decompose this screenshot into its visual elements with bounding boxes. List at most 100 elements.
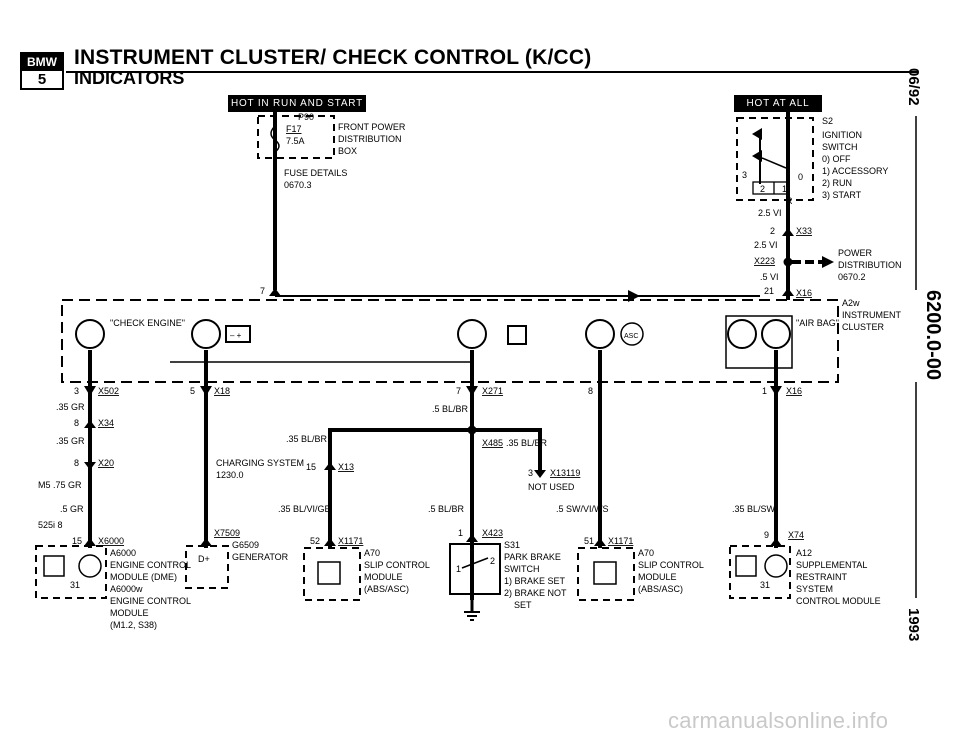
label-pin15a: 15 (72, 536, 82, 546)
label-wire-5swviws: .5 SW/VI/WS (556, 504, 609, 514)
label-charging: CHARGING SYSTEM (216, 458, 304, 468)
label-wire-5vi: .5 VI (760, 272, 779, 282)
connector-x13119 (534, 470, 546, 478)
label-s31: S31 (504, 540, 520, 550)
label-sw-pos-3: 3 (742, 170, 747, 180)
ecm-icon (43, 555, 65, 577)
connector-x20 (84, 462, 96, 470)
label-pin9: 9 (764, 530, 769, 540)
airbag-lamp-box (725, 315, 793, 369)
label-s2: S2 (822, 116, 833, 126)
connector-x34 (84, 420, 96, 428)
label-fuse-name: F17 (286, 124, 302, 134)
connector-x33 (782, 228, 794, 236)
airbag-lamp-right (761, 319, 791, 349)
label-x74: X74 (788, 530, 804, 540)
ignition-switch-outline (736, 117, 814, 201)
label-power: POWER (838, 248, 873, 258)
label-sw-run: 2) RUN (822, 178, 852, 188)
label-wire-525i: 525i 8 (38, 520, 63, 530)
label-pin8a: 8 (74, 418, 79, 428)
label-wire-35blvige: .35 BL/VI/GE (278, 504, 331, 514)
label-sw-acc: 1) ACCESSORY (822, 166, 888, 176)
label-a6000: A6000 (110, 548, 136, 558)
asc-icon (620, 322, 644, 346)
connector-x1171-a (324, 538, 336, 546)
label-battery-signs: – + (230, 331, 242, 340)
label-x7509: X7509 (214, 528, 240, 538)
label-x1171-a: X1171 (338, 536, 363, 546)
instrument-cluster-outline (61, 299, 839, 383)
label-pin-x16-top: 21 (764, 286, 774, 296)
label-brake-set: 1) BRAKE SET (504, 576, 566, 586)
bus-arrow (628, 290, 640, 302)
label-x271: X271 (482, 386, 503, 396)
label-power-ref: 0670.2 (838, 272, 866, 282)
label-x33: X33 (796, 226, 812, 236)
label-pin8c: 8 (588, 386, 593, 396)
brake-lamp (457, 319, 487, 349)
label-a70-b: A70 (638, 548, 654, 558)
label-x485: X485 (482, 438, 503, 448)
switch-arrow-upper (752, 128, 762, 140)
label-pin8b: 8 (74, 458, 79, 468)
page-title: INSTRUMENT CLUSTER/ CHECK CONTROL (K/CC) (74, 46, 592, 69)
ecm-box-outline (35, 545, 107, 599)
airbag-lamp-left (727, 319, 757, 349)
label-absasc-a: (ABS/ASC) (364, 584, 409, 594)
label-ignition: IGNITION (822, 130, 862, 140)
power-dist-arrow (822, 256, 834, 268)
label-ecm: ENGINE CONTROL (110, 560, 191, 570)
label-x6000: X6000 (98, 536, 124, 546)
charge-lamp (191, 319, 221, 349)
connector-x502 (84, 386, 96, 396)
label-x20: X20 (98, 458, 114, 468)
label-wire-35blbr-b: .35 BL/BR (506, 438, 548, 448)
label-pin3: 3 (74, 386, 79, 396)
label-ecm-b: ENGINE CONTROL (110, 596, 191, 606)
srs-icon (735, 555, 757, 577)
label-not-used: NOT USED (528, 482, 575, 492)
label-sw-pos-r: R (786, 196, 793, 206)
label-a6000w: A6000w (110, 584, 143, 594)
switch-arrow-lower (752, 150, 762, 162)
label-pin7-mid: 7 (456, 386, 461, 396)
label-ecm-module: MODULE (DME) (110, 572, 177, 582)
connector-x271 (466, 386, 478, 396)
label-x423: X423 (482, 528, 503, 538)
label-wire-5blbr-a: .5 BL/BR (432, 404, 469, 414)
label-slip-b: SLIP CONTROL (638, 560, 704, 570)
label-sw-start: 3) START (822, 190, 862, 200)
label-ecm-b-note: (M1.2, S38) (110, 620, 157, 630)
wire-slip-control-a (328, 428, 472, 548)
label-pin31a: 31 (70, 580, 80, 590)
label-wire-35blsw: .35 BL/SW (732, 504, 776, 514)
connector-x18 (200, 386, 212, 396)
label-fuse-details-ref: 0670.3 (284, 180, 312, 190)
label-system: SYSTEM (796, 584, 833, 594)
label-generator: GENERATOR (232, 552, 289, 562)
switch-contact-block (752, 181, 790, 195)
label-pin15b: 15 (306, 462, 316, 472)
label-wire-35gr-b: .35 GR (56, 436, 85, 446)
label-sw-off: 0) OFF (822, 154, 851, 164)
label-asc: ASC (624, 333, 638, 340)
label-d-plus: D+ (198, 554, 210, 564)
banner-hot-at-all-times: HOT AT ALL TIMES (734, 95, 822, 126)
label-pin51: 51 (584, 536, 594, 546)
asc-lamp (585, 319, 615, 349)
label-module-b: MODULE (638, 572, 677, 582)
switch-contact (761, 157, 787, 169)
label-x16-bottom: X16 (786, 386, 802, 396)
label-a12: A12 (796, 548, 812, 558)
label-park-switch: SWITCH (504, 564, 540, 574)
label-supplemental: SUPPLEMENTAL (796, 560, 867, 570)
label-charging-ref: 1230.0 (216, 470, 244, 480)
label-a2w: A2w (842, 298, 860, 308)
label-wire-5gr: .5 GR (60, 504, 84, 514)
connector-x423 (466, 534, 478, 542)
logo-bottom-text: 5 (37, 71, 47, 88)
label-x34: X34 (98, 418, 114, 428)
